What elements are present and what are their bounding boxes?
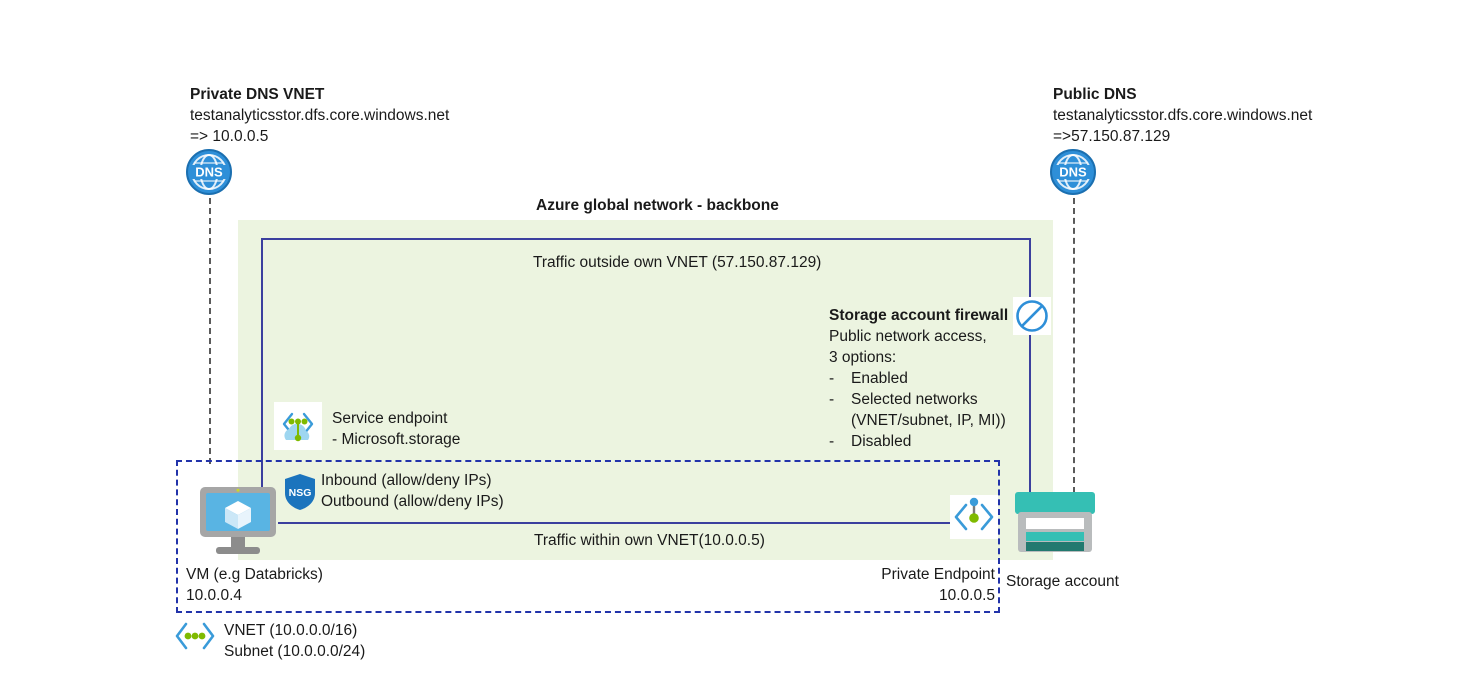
- private-dns-title: Private DNS VNET: [190, 86, 325, 103]
- dns-globe-icon: DNS: [185, 148, 233, 196]
- firewall-option-disabled: Disabled: [851, 433, 912, 450]
- firewall-option-bullet: -: [829, 370, 835, 387]
- vnet-subnet-boundary: [176, 460, 1000, 613]
- private-endpoint-icon: [950, 495, 998, 539]
- private-dns-connector: [209, 198, 211, 464]
- azure-backbone-region: [238, 220, 1053, 560]
- storage-account-icon: [1012, 490, 1098, 556]
- service-endpoint-line2: - Microsoft.storage: [332, 431, 461, 448]
- nsg-outbound-line: Outbound (allow/deny IPs): [321, 493, 504, 510]
- storage-firewall-line1: Public network access,: [829, 328, 987, 345]
- firewall-option-bullet-spacer: [829, 410, 851, 431]
- firewall-option-bullet: -: [829, 391, 835, 408]
- firewall-option-row: (VNET/subnet, IP, MI)): [829, 410, 1008, 431]
- service-endpoint-label: Service endpoint - Microsoft.storage: [332, 408, 460, 450]
- public-dns-block: Public DNS testanalyticsstor.dfs.core.wi…: [1053, 84, 1312, 147]
- private-dns-resolution: => 10.0.0.5: [190, 128, 269, 145]
- traffic-within-label: Traffic within own VNET(10.0.0.5): [534, 532, 765, 549]
- public-dns-connector: [1073, 198, 1075, 493]
- traffic-outside-label: Traffic outside own VNET (57.150.87.129): [533, 254, 822, 271]
- svg-text:DNS: DNS: [195, 165, 223, 180]
- storage-account-label: Storage account: [1006, 573, 1119, 590]
- public-route-left-segment: [261, 238, 263, 523]
- firewall-option-enabled: Enabled: [851, 370, 908, 387]
- private-endpoint-line2: 10.0.0.5: [938, 587, 995, 604]
- public-dns-resolution: =>57.150.87.129: [1053, 128, 1171, 145]
- public-dns-title: Public DNS: [1053, 86, 1137, 103]
- firewall-option-row: - Selected networks: [829, 389, 1008, 410]
- svg-text:NSG: NSG: [289, 487, 312, 499]
- storage-firewall-line2: 3 options:: [829, 349, 897, 366]
- nsg-inbound-line: Inbound (allow/deny IPs): [321, 472, 492, 489]
- vm-label-line1: VM (e.g Databricks): [186, 566, 323, 583]
- private-endpoint-label: Private Endpoint 10.0.0.5: [790, 564, 995, 606]
- nsg-label: Inbound (allow/deny IPs) Outbound (allow…: [321, 470, 504, 512]
- prohibited-icon: [1013, 297, 1051, 335]
- private-route-segment: [278, 522, 950, 524]
- vnet-legend-line1: VNET (10.0.0.0/16): [224, 622, 358, 639]
- firewall-option-selected-networks: Selected networks: [851, 391, 978, 408]
- virtual-machine-icon: [198, 485, 278, 557]
- public-route-right-segment: [1029, 238, 1031, 500]
- service-endpoint-icon: [274, 402, 322, 450]
- storage-firewall-block: Storage account firewall Public network …: [829, 305, 1008, 452]
- private-endpoint-line1: Private Endpoint: [881, 566, 995, 583]
- vnet-legend-label: VNET (10.0.0.0/16) Subnet (10.0.0.0/24): [224, 620, 365, 662]
- vm-label-line2: 10.0.0.4: [186, 587, 243, 604]
- vm-label: VM (e.g Databricks) 10.0.0.4: [186, 564, 323, 606]
- public-route-top-segment: [261, 238, 1031, 240]
- private-dns-block: Private DNS VNET testanalyticsstor.dfs.c…: [190, 84, 449, 147]
- storage-firewall-title: Storage account firewall: [829, 307, 1009, 324]
- private-dns-fqdn: testanalyticsstor.dfs.core.windows.net: [190, 107, 450, 124]
- vnet-legend-line2: Subnet (10.0.0.0/24): [224, 643, 366, 660]
- backbone-title: Azure global network - backbone: [536, 197, 779, 214]
- firewall-option-selected-networks-detail: (VNET/subnet, IP, MI)): [851, 412, 1006, 429]
- vnet-icon: [172, 620, 218, 652]
- nsg-shield-icon: NSG: [283, 473, 317, 511]
- firewall-option-row: - Enabled: [829, 368, 1008, 389]
- service-endpoint-line1: Service endpoint: [332, 410, 448, 427]
- dns-globe-icon: DNS: [1049, 148, 1097, 196]
- public-dns-fqdn: testanalyticsstor.dfs.core.windows.net: [1053, 107, 1313, 124]
- svg-text:DNS: DNS: [1059, 165, 1087, 180]
- firewall-option-row: - Disabled: [829, 431, 1008, 452]
- firewall-option-bullet: -: [829, 433, 835, 450]
